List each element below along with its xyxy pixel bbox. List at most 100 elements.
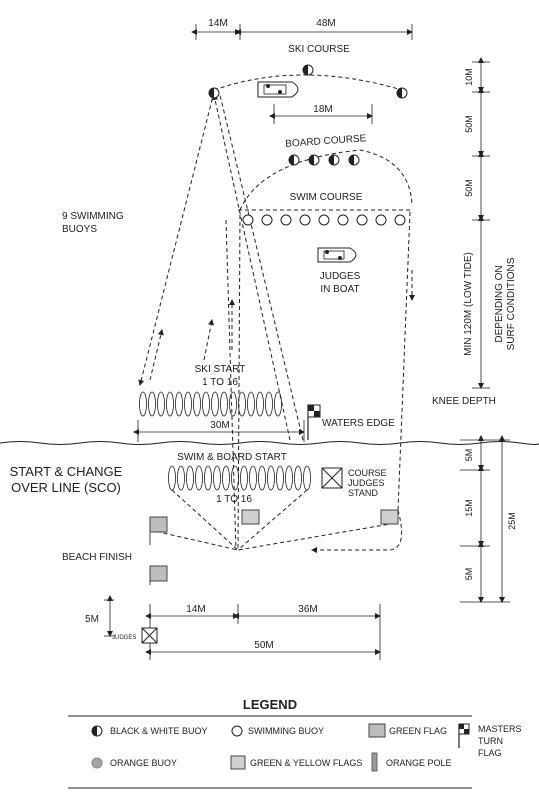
swim-start-marker [267, 465, 275, 491]
nine-buoys-label-1: 9 SWIMMING [62, 211, 124, 222]
swim-buoy [394, 214, 406, 226]
ski-start-markers [139, 391, 282, 417]
beach-flag-center [241, 509, 260, 525]
water-line [0, 441, 539, 445]
beach-path-flags [149, 523, 391, 551]
ski-start-marker [193, 391, 201, 417]
legend-swim-buoy-icon [231, 725, 243, 737]
ski-buoy-top [302, 64, 314, 76]
ski-course-label: SKI COURSE [288, 44, 350, 55]
sco-label-2: OVER LINE (SCO) [11, 480, 121, 495]
min-120-label: MIN 120M (LOW TIDE) [463, 252, 474, 356]
beach-path-b [237, 489, 308, 551]
ski-start-marker [229, 391, 237, 417]
swim-buoys [242, 214, 406, 226]
swim-start-marker [168, 465, 176, 491]
ski-path-inner [212, 94, 291, 441]
dim-50m-a: 50M [464, 115, 474, 133]
legend-orange-pole-icon [371, 752, 378, 772]
swim-buoy [337, 214, 349, 226]
swim-buoy [375, 214, 387, 226]
dim-10m: 10M [464, 68, 474, 86]
swim-start-marker [213, 465, 221, 491]
ski-up-arrow [149, 329, 164, 381]
ski-start-marker [274, 391, 282, 417]
dim-15m: 15M [464, 499, 474, 517]
swim-start-marker [303, 465, 311, 491]
swim-start-marker [249, 465, 257, 491]
ski-start-marker [220, 391, 228, 417]
swim-board-range-label: 1 TO 16 [216, 494, 252, 505]
legend-orange-buoy-label: ORANGE BUOY [110, 758, 177, 768]
legend-masters-flag-icon [458, 723, 470, 748]
board-course-label: BOARD COURSE [285, 133, 367, 150]
swim-start-marker [294, 465, 302, 491]
masters-turn-flag-icon [307, 404, 321, 440]
board-buoy [348, 154, 360, 166]
dimension-18m: 18M [269, 104, 373, 124]
swim-start-marker [285, 465, 293, 491]
swim-start-marker [195, 465, 203, 491]
swim-board-start-label: SWIM & BOARD START [177, 452, 287, 463]
ski-start-marker [247, 391, 255, 417]
depending-label-2: SURF CONDITIONS [506, 257, 517, 350]
swim-start-marker [231, 465, 239, 491]
dim-30m: 30M [210, 420, 229, 431]
ski-start-marker [139, 391, 147, 417]
board-buoys [288, 154, 360, 166]
right-dimensions: 10M 50M 50M MIN 120M (LOW TIDE) DEPENDIN… [463, 57, 517, 389]
dim-5m-b: 5M [464, 568, 474, 581]
swim-path-left [225, 219, 237, 551]
board-buoy [328, 154, 340, 166]
sco-label-1: START & CHANGE [10, 464, 123, 479]
ski-start-marker [265, 391, 273, 417]
ski-buoy-left [208, 87, 220, 99]
beach-return-arrow [311, 509, 403, 553]
swim-path-right [397, 211, 411, 511]
boat-icon-judges [317, 247, 357, 263]
beach-flag-left-bottom [149, 565, 168, 585]
dim-50m-bottom: 50M [254, 640, 273, 651]
ski-start-marker [256, 391, 264, 417]
dim-50m-b: 50M [464, 179, 474, 197]
bottom-dimensions: 14M 36M 50M 5M [85, 595, 381, 660]
legend-bw-buoy-label: BLACK & WHITE BUOY [110, 726, 208, 736]
swim-start-marker [177, 465, 185, 491]
judges-boat-label-1: JUDGES [320, 271, 361, 282]
dim-18m: 18M [313, 104, 332, 115]
legend-green-flag-label: GREEN FLAG [389, 726, 447, 736]
depending-label-1: DEPENDING ON [494, 265, 505, 342]
ski-start-marker [148, 391, 156, 417]
ski-start-marker [184, 391, 192, 417]
beach-dimensions: 5M 15M 5M 25M [460, 435, 517, 603]
swim-buoy [318, 214, 330, 226]
ski-buoy-right [396, 87, 408, 99]
swim-start-marker [186, 465, 194, 491]
swim-buoy [261, 214, 273, 226]
boat-icon-top [257, 81, 299, 98]
swim-board-start-markers [168, 465, 311, 491]
swim-start-marker [204, 465, 212, 491]
judges-boat-label-2: IN BOAT [320, 284, 359, 295]
legend-masters-label-2: TURN [478, 736, 503, 746]
legend-title: LEGEND [243, 697, 297, 712]
beach-flag-right [380, 509, 399, 525]
dim-5m-left: 5M [85, 614, 99, 625]
ski-start-label-1: SKI START [195, 364, 246, 375]
dimension-30m: 30M [133, 420, 305, 442]
swim-start-marker [276, 465, 284, 491]
beach-finish-label: BEACH FINISH [62, 552, 132, 563]
judges-label: JUDGES [112, 635, 136, 641]
dim-48m-top: 48M [316, 18, 335, 29]
dim-14m-top: 14M [208, 18, 227, 29]
board-up-arrow [203, 319, 214, 361]
ski-start-marker [238, 391, 246, 417]
course-judges-label-1: COURSE [348, 468, 387, 478]
legend-orange-pole-label: ORANGE POLE [386, 758, 452, 768]
legend-masters-label-3: FLAG [478, 748, 502, 758]
course-judges-label-3: STAND [348, 488, 378, 498]
course-judges-stand-icon [321, 467, 343, 489]
swim-buoy [299, 214, 311, 226]
board-buoy [288, 154, 300, 166]
